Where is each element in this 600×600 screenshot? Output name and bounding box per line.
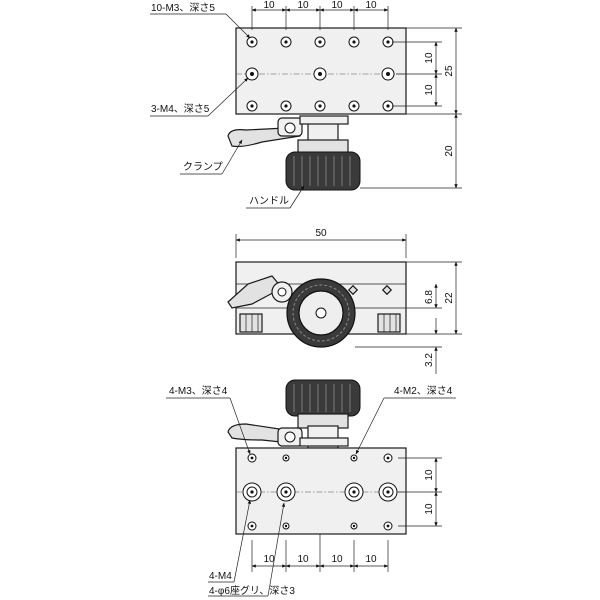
top-pitch-2: 10 — [297, 0, 309, 11]
top-offset: 20 — [444, 145, 455, 157]
top-holes-m3 — [246, 36, 394, 112]
bottom-right-dims: 10 10 — [398, 457, 442, 527]
front-base: 3.2 — [424, 353, 435, 367]
bottom-pitch-dims: 10 10 10 10 — [251, 534, 389, 572]
top-height: 25 — [444, 65, 455, 77]
bottom-clamp-lever — [227, 423, 349, 447]
top-right-dims: 10 10 25 20 — [360, 27, 462, 189]
top-pitch-4: 10 — [365, 0, 377, 11]
top-view: 10 10 10 10 10 10 25 20 10-M3、深さ5 — [150, 0, 462, 209]
bottom-holes-small — [247, 453, 393, 531]
label-bottom-m4: 4-M4 — [209, 571, 232, 582]
label-counterbore: 4-φ6座グリ、深さ3 — [209, 584, 295, 597]
top-leaders: 10-M3、深さ5 3-M4、深さ5 クランプ ハンドル — [150, 2, 305, 209]
front-height: 22 — [444, 292, 455, 304]
label-top-m3: 10-M3、深さ5 — [151, 2, 215, 14]
bottom-pitch-3: 10 — [331, 554, 343, 565]
top-right-b: 10 — [424, 84, 435, 96]
top-pitch-3: 10 — [331, 0, 343, 11]
label-handle: ハンドル — [249, 196, 289, 207]
front-view: 50 6.8 22 3.2 — [227, 228, 462, 374]
top-holes-m4 — [245, 67, 395, 81]
bottom-pitch-1: 10 — [263, 554, 275, 565]
bottom-view: 10 10 10 10 10 10 4-M3、深さ4 4-M2、深さ4 — [166, 379, 456, 597]
front-width: 50 — [315, 228, 327, 239]
label-bottom-m3: 4-M3、深さ4 — [169, 385, 228, 397]
bottom-holes-counterbore — [242, 482, 398, 502]
front-handle-knob — [286, 278, 356, 348]
bottom-plate — [235, 447, 407, 535]
bottom-pitch-2: 10 — [297, 554, 309, 565]
bottom-right-a: 10 — [424, 469, 435, 481]
label-clamp: クランプ — [183, 161, 223, 173]
front-side-screws — [239, 313, 401, 333]
handle-knob-top — [285, 117, 361, 191]
bottom-right-b: 10 — [424, 503, 435, 515]
label-top-m4: 3-M4、深さ5 — [151, 103, 210, 115]
front-offset: 6.8 — [424, 290, 435, 304]
top-pitch-1: 10 — [263, 0, 275, 11]
top-right-a: 10 — [424, 52, 435, 64]
front-dims: 50 6.8 22 3.2 — [235, 228, 462, 374]
bottom-pitch-4: 10 — [365, 554, 377, 565]
top-pitch-dims: 10 10 10 10 — [251, 0, 389, 30]
bottom-leaders: 4-M3、深さ4 4-M2、深さ4 4-M4 4-φ6座グリ、深さ3 — [166, 385, 456, 597]
label-bottom-m2: 4-M2、深さ4 — [394, 385, 453, 397]
